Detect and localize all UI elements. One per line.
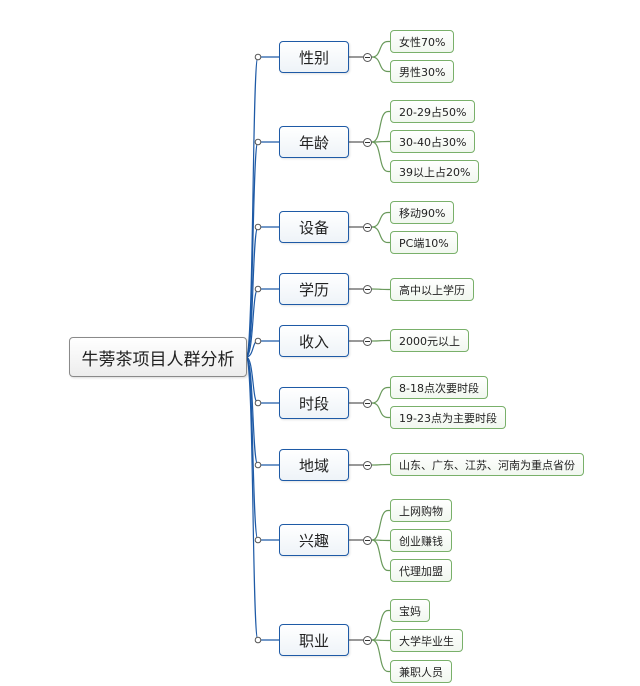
subtopic-agency-franchise[interactable]: 代理加盟 (390, 559, 452, 582)
subtopic-part-time[interactable]: 兼职人员 (390, 660, 452, 683)
branch-connector (245, 356, 279, 641)
leaf-connector (371, 288, 390, 291)
collapse-toggle-time-period[interactable] (363, 398, 372, 408)
subtopic-female[interactable]: 女性70% (390, 30, 455, 53)
subtopic-age-20-29[interactable]: 20-29占50% (390, 100, 476, 123)
branch-dot (254, 399, 262, 407)
branch-dot (254, 636, 262, 644)
topic-device[interactable]: 设备 (279, 211, 349, 243)
collapse-toggle-interest[interactable] (363, 535, 372, 545)
leaf-connector (371, 386, 390, 404)
leaf-connector (371, 339, 390, 342)
leaf-connector (371, 110, 390, 143)
collapse-toggle-income[interactable] (363, 336, 372, 346)
collapse-toggle-region[interactable] (363, 460, 372, 470)
topic-education[interactable]: 学历 (279, 273, 349, 305)
branch-dot (254, 536, 262, 544)
subtopic-age-39-plus[interactable]: 39以上占20% (390, 160, 480, 183)
subtopic-income-2000[interactable]: 2000元以上 (390, 329, 469, 352)
topic-income[interactable]: 收入 (279, 325, 349, 357)
branch-dot (254, 461, 262, 469)
branch-dot (254, 53, 262, 61)
subtopic-graduates[interactable]: 大学毕业生 (390, 629, 463, 652)
collapse-toggle-device[interactable] (363, 222, 372, 232)
collapse-toggle-occupation[interactable] (363, 635, 372, 645)
leaf-connector (371, 539, 390, 542)
leaf-connector (371, 140, 390, 143)
subtopic-secondary-hours[interactable]: 8-18点次要时段 (390, 376, 488, 399)
topic-time-period[interactable]: 时段 (279, 387, 349, 419)
leaf-connector (371, 463, 390, 466)
leaf-connector (371, 639, 390, 673)
subtopic-online-shopping[interactable]: 上网购物 (390, 499, 452, 522)
subtopic-primary-hours[interactable]: 19-23点为主要时段 (390, 406, 506, 429)
subtopic-age-30-40[interactable]: 30-40占30% (390, 130, 476, 153)
branch-dot (254, 223, 262, 231)
branch-dot (254, 285, 262, 293)
subtopic-mobile[interactable]: 移动90% (390, 201, 455, 224)
leaf-connector (371, 226, 390, 244)
leaf-connector (371, 211, 390, 228)
leaf-connector (371, 639, 390, 642)
subtopic-male[interactable]: 男性30% (390, 60, 455, 83)
collapse-toggle-age[interactable] (363, 137, 372, 147)
collapse-toggle-gender[interactable] (363, 52, 372, 62)
root-topic[interactable]: 牛蒡茶项目人群分析 (69, 337, 247, 377)
leaf-connector (371, 40, 390, 58)
subtopic-mothers[interactable]: 宝妈 (390, 599, 430, 622)
subtopic-entrepreneurship[interactable]: 创业赚钱 (390, 529, 452, 552)
branch-dot (254, 138, 262, 146)
leaf-connector (371, 509, 390, 541)
leaf-connector (371, 141, 390, 173)
topic-gender[interactable]: 性别 (279, 41, 349, 73)
leaf-connector (371, 539, 390, 572)
leaf-connector (371, 402, 390, 419)
subtopic-pc[interactable]: PC端10% (390, 231, 458, 254)
subtopic-high-school[interactable]: 高中以上学历 (390, 278, 474, 301)
topic-age[interactable]: 年龄 (279, 126, 349, 158)
collapse-toggle-education[interactable] (363, 284, 372, 294)
topic-interest[interactable]: 兴趣 (279, 524, 349, 556)
leaf-connector (371, 56, 390, 73)
subtopic-key-provinces[interactable]: 山东、广东、江苏、河南为重点省份 (390, 453, 584, 476)
leaf-connector (371, 609, 390, 641)
branch-dot (254, 337, 262, 345)
topic-region[interactable]: 地域 (279, 449, 349, 481)
topic-occupation[interactable]: 职业 (279, 624, 349, 656)
